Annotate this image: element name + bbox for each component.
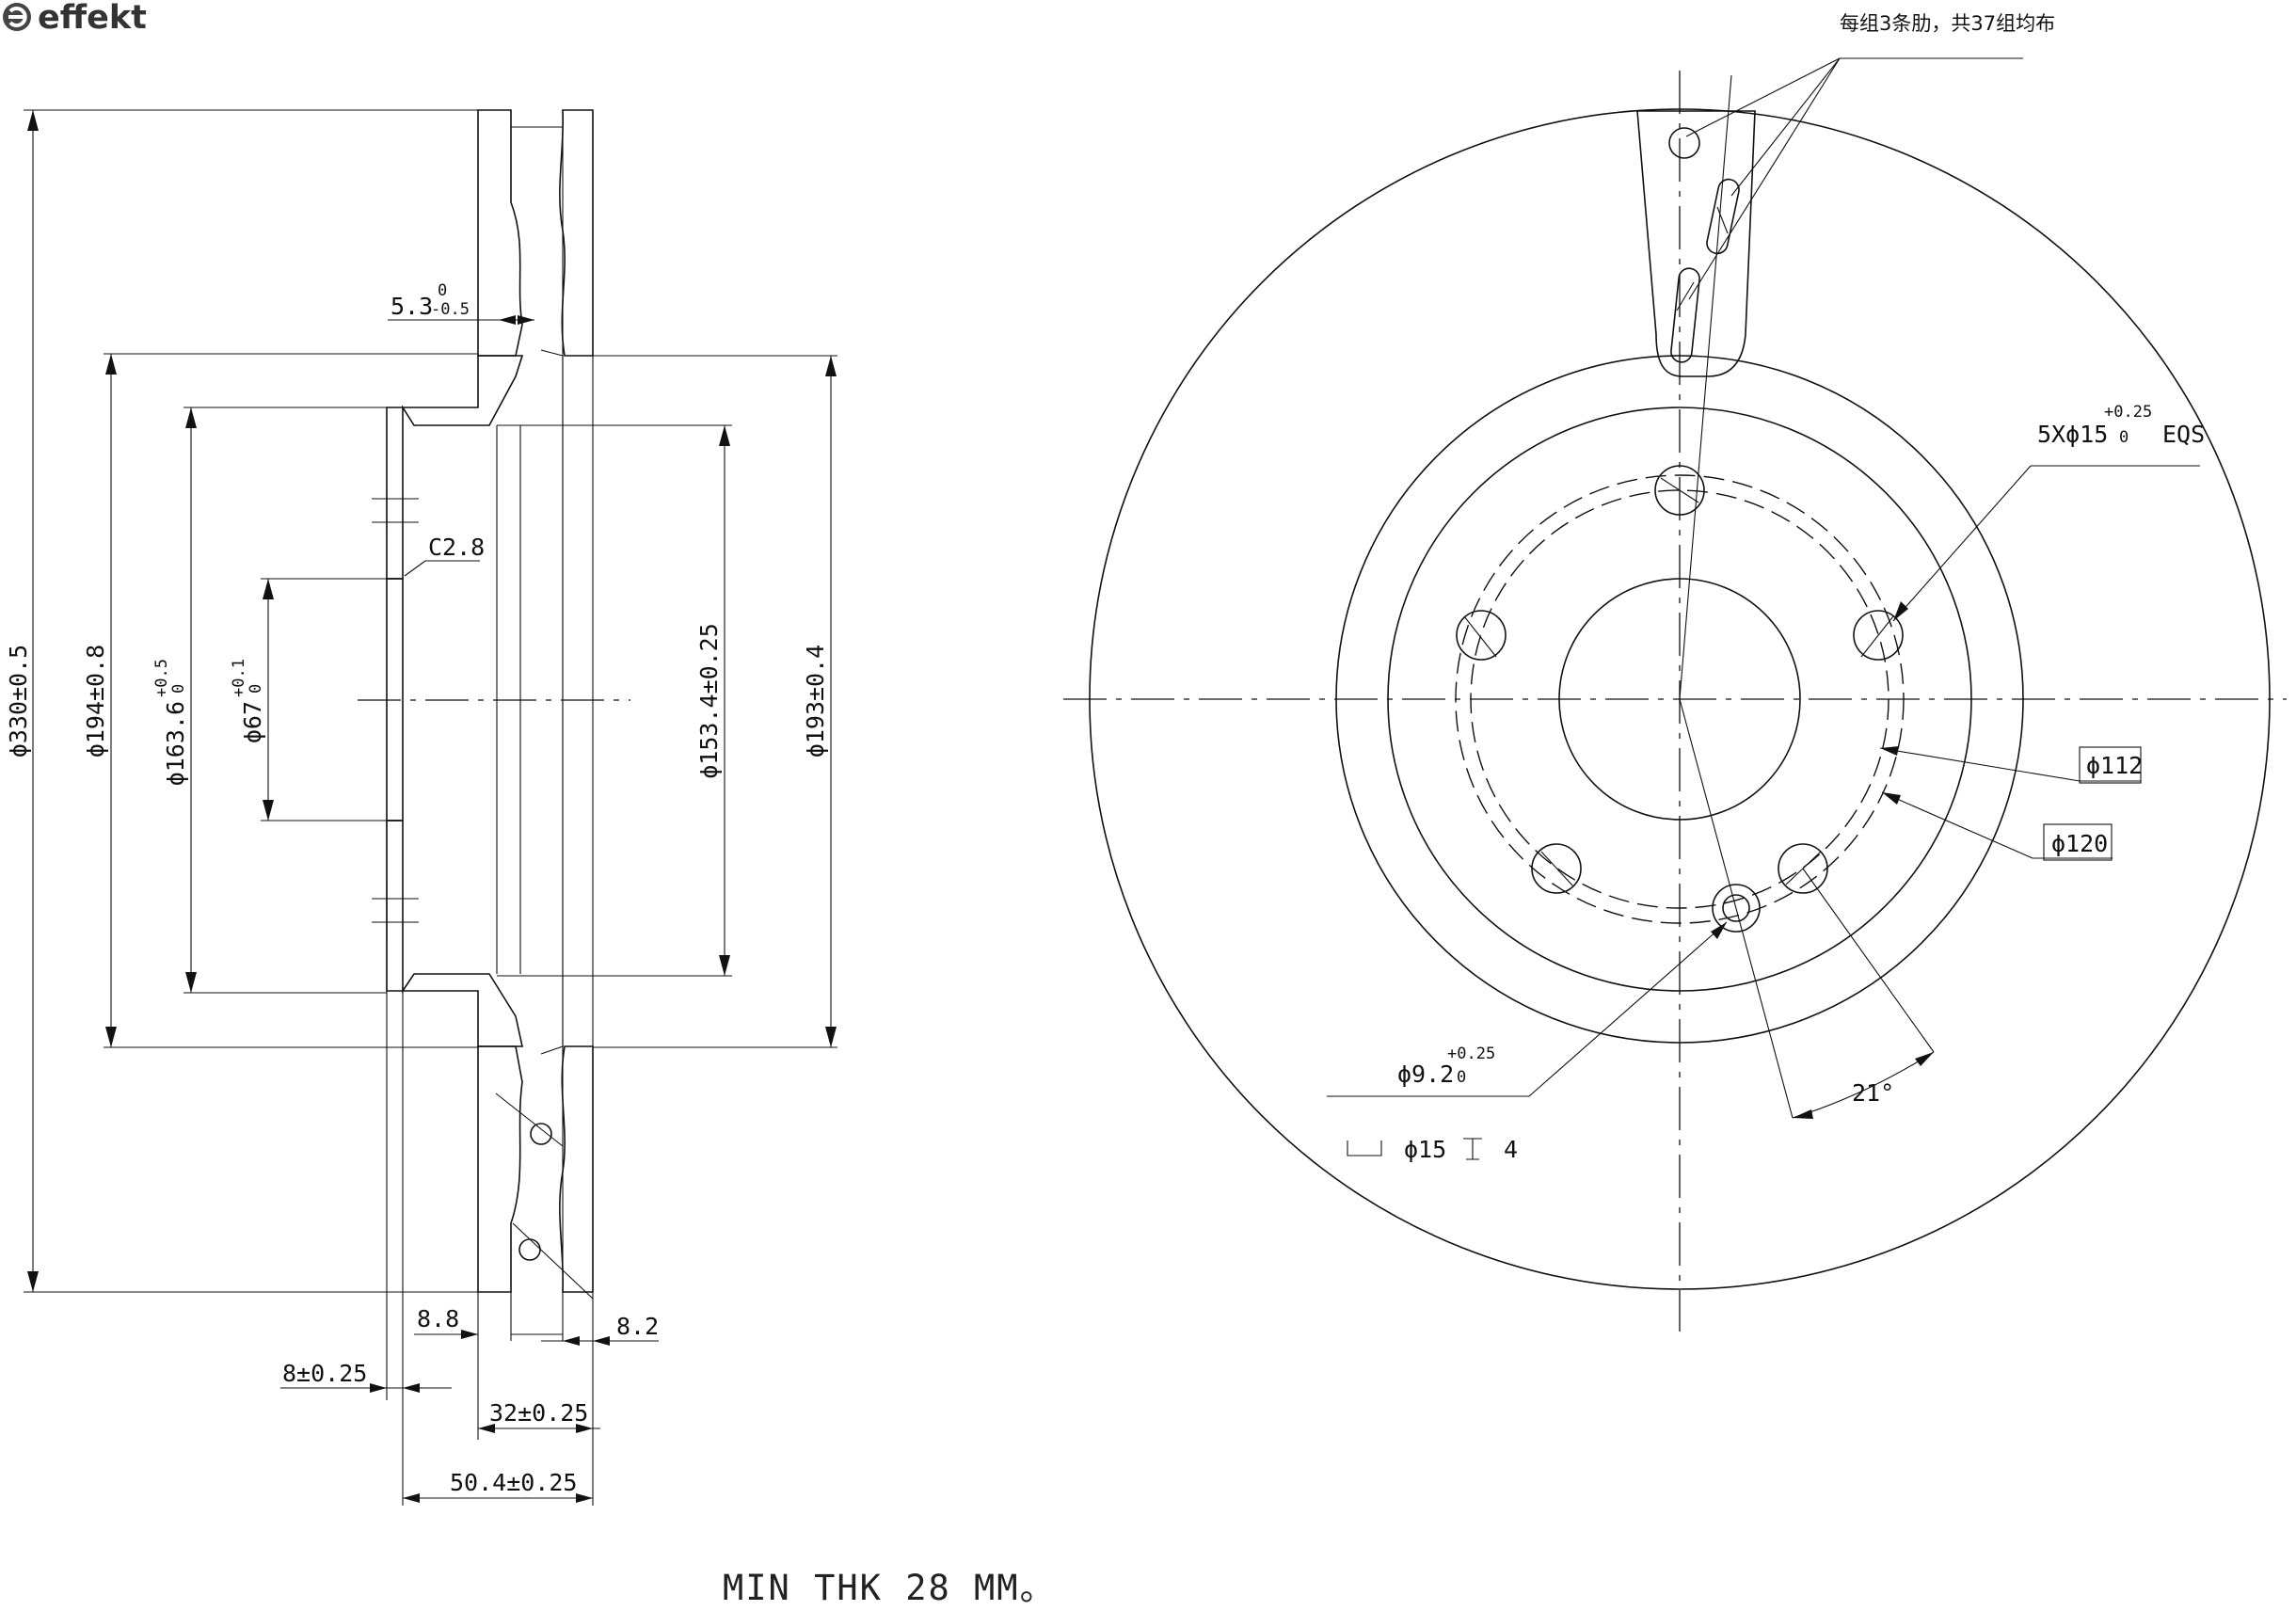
dim-d92: ϕ9.2	[1397, 1061, 1454, 1088]
holes-note-upper: +0.25	[2104, 403, 2152, 422]
outboard-plate	[477, 109, 523, 357]
d120-box	[2043, 823, 2113, 861]
counterbore-symbol	[1347, 1140, 1382, 1156]
stud-hole	[1778, 843, 1828, 894]
dim-d330: ϕ330±0.5	[5, 645, 32, 758]
brand-logo: effekt	[3, 0, 147, 37]
hat-outer-edge	[1387, 407, 1972, 992]
dim-w504: 50.4±0.25	[450, 1469, 577, 1496]
rib-vent-2	[1706, 178, 1740, 255]
dim-d67-upper: +0.1	[230, 659, 248, 697]
hat-section	[386, 355, 524, 580]
friction-inner-edge	[1335, 355, 2024, 1044]
holes-note: 5Xϕ15	[2037, 421, 2108, 448]
dim-w32: 32±0.25	[489, 1399, 588, 1427]
locating-hole	[1722, 894, 1750, 922]
bolt-circle-112	[1470, 489, 1889, 909]
counterbore-dia: ϕ15	[1404, 1136, 1446, 1163]
holes-note-suffix: EQS	[2162, 421, 2205, 448]
outer-disc-edge	[1089, 108, 2271, 1290]
dim-d163-lower: 0	[169, 684, 188, 694]
vent-hole-marker	[530, 1123, 552, 1145]
dim-d67-lower: 0	[247, 684, 265, 694]
d112-box	[2079, 746, 2142, 784]
dim-t53-lower: -0.5	[431, 300, 470, 319]
inboard-plate-lower	[559, 1045, 594, 1293]
locating-counterbore	[1712, 884, 1761, 933]
logo-text: effekt	[38, 0, 147, 37]
stud-hole	[1853, 610, 1904, 661]
center-bore	[1558, 578, 1801, 821]
dim-w8: 8±0.25	[282, 1360, 367, 1387]
rib-window	[1636, 110, 1756, 377]
dim-d193: ϕ193±0.4	[802, 645, 829, 758]
counterbore-depth: 4	[1504, 1136, 1518, 1163]
bolt-circle-120	[1455, 474, 1905, 924]
dim-w88: 8.8	[417, 1305, 459, 1332]
stud-holes	[1456, 465, 1904, 894]
dim-d153: ϕ153.4±0.25	[695, 623, 723, 779]
rib-note: 每组3条肋，共37组均布	[1840, 12, 2055, 35]
depth-symbol	[1463, 1138, 1482, 1160]
min-thickness-note: MIN THK 28 MM。	[723, 1568, 1057, 1608]
dim-angle: 21°	[1852, 1079, 1894, 1107]
dim-t53: 5.3	[391, 293, 433, 320]
stud-hole	[1531, 843, 1582, 894]
section-view: ϕ330±0.5 ϕ194±0.8 ϕ163.6 +0.5 0 ϕ67 +0.1…	[5, 109, 837, 1506]
dim-d163: ϕ163.6	[162, 701, 189, 786]
dim-d92-lower: 0	[1457, 1068, 1466, 1087]
dim-w82: 8.2	[616, 1313, 659, 1340]
dim-d112: ϕ112	[2086, 752, 2143, 779]
stud-hole	[1654, 465, 1705, 516]
dim-d163-upper: +0.5	[152, 659, 171, 697]
rib-vent-1	[1668, 127, 1700, 159]
dim-chamfer: C2.8	[428, 534, 485, 561]
outboard-plate-lower	[477, 1045, 523, 1293]
dim-d67: ϕ67	[239, 701, 266, 743]
front-view: 每组3条肋，共37组均布 5Xϕ15 +0.25 0 EQS ϕ112 ϕ120…	[1063, 12, 2287, 1332]
hub-bore-wall	[386, 578, 404, 821]
dim-d92-upper: +0.25	[1447, 1045, 1495, 1063]
dim-d194: ϕ194±0.8	[82, 645, 109, 758]
dim-t53-upper: 0	[438, 281, 447, 300]
holes-note-lower: 0	[2119, 428, 2129, 447]
rib-vent-3	[1670, 267, 1700, 363]
inboard-plate	[559, 109, 594, 357]
hat-section-lower	[386, 820, 523, 1047]
dim-d120: ϕ120	[2051, 830, 2108, 857]
stud-hole	[1456, 610, 1507, 661]
vent-hole-marker-2	[518, 1238, 541, 1261]
